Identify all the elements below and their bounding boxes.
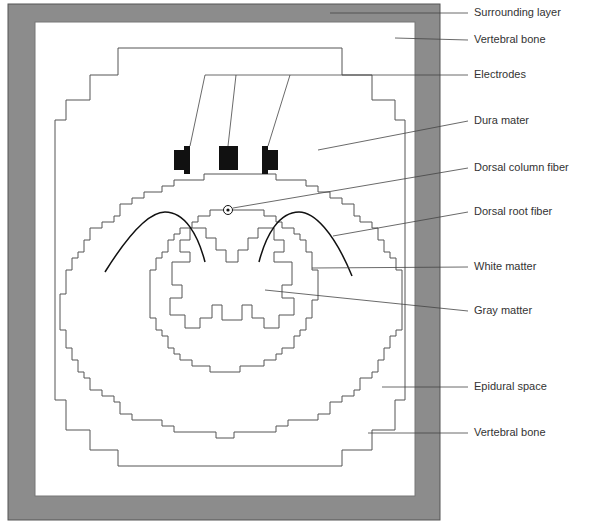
part-label: Electrodes [474,68,526,81]
part-label: Dorsal root fiber [474,205,552,218]
leader-line [190,75,468,146]
dorsal-column-fiber [224,206,233,215]
leader-line [318,121,468,150]
part-label: Dura mater [474,114,529,127]
surrounding-layer [8,4,440,520]
leader-line [382,387,468,388]
part-label: Dorsal column fiber [474,161,569,174]
part-label: Gray matter [474,304,532,317]
leader-line [228,75,236,146]
part-label: Vertebral bone [474,426,546,439]
electrode [174,146,190,174]
gray-matter-outline [170,228,294,328]
part-label: Surrounding layer [474,6,561,19]
leader-line [265,290,468,311]
part-label: White matter [474,260,536,273]
dorsal-root-fiber [259,212,352,276]
leader-line [395,38,468,40]
leader-line [233,168,468,208]
vertebral-canal-outline [55,48,405,466]
leader-line [333,212,468,236]
white-matter-outline [150,210,318,372]
leader-line [312,267,468,268]
generated-outlines [60,174,402,438]
leader-line [268,75,290,146]
dorsal-column-fiber-core [226,208,229,211]
electrode [262,146,278,174]
bone-region [35,22,415,496]
dorsal-root-fiber [105,212,205,272]
electrode-group [174,146,278,174]
leader-line [368,433,468,434]
leader-line [330,13,468,14]
leader-lines [190,13,468,433]
part-label: Epidural space [474,380,547,393]
part-label: Vertebral bone [474,33,546,46]
dura-mater-outline [60,174,402,438]
electrode [219,146,238,170]
